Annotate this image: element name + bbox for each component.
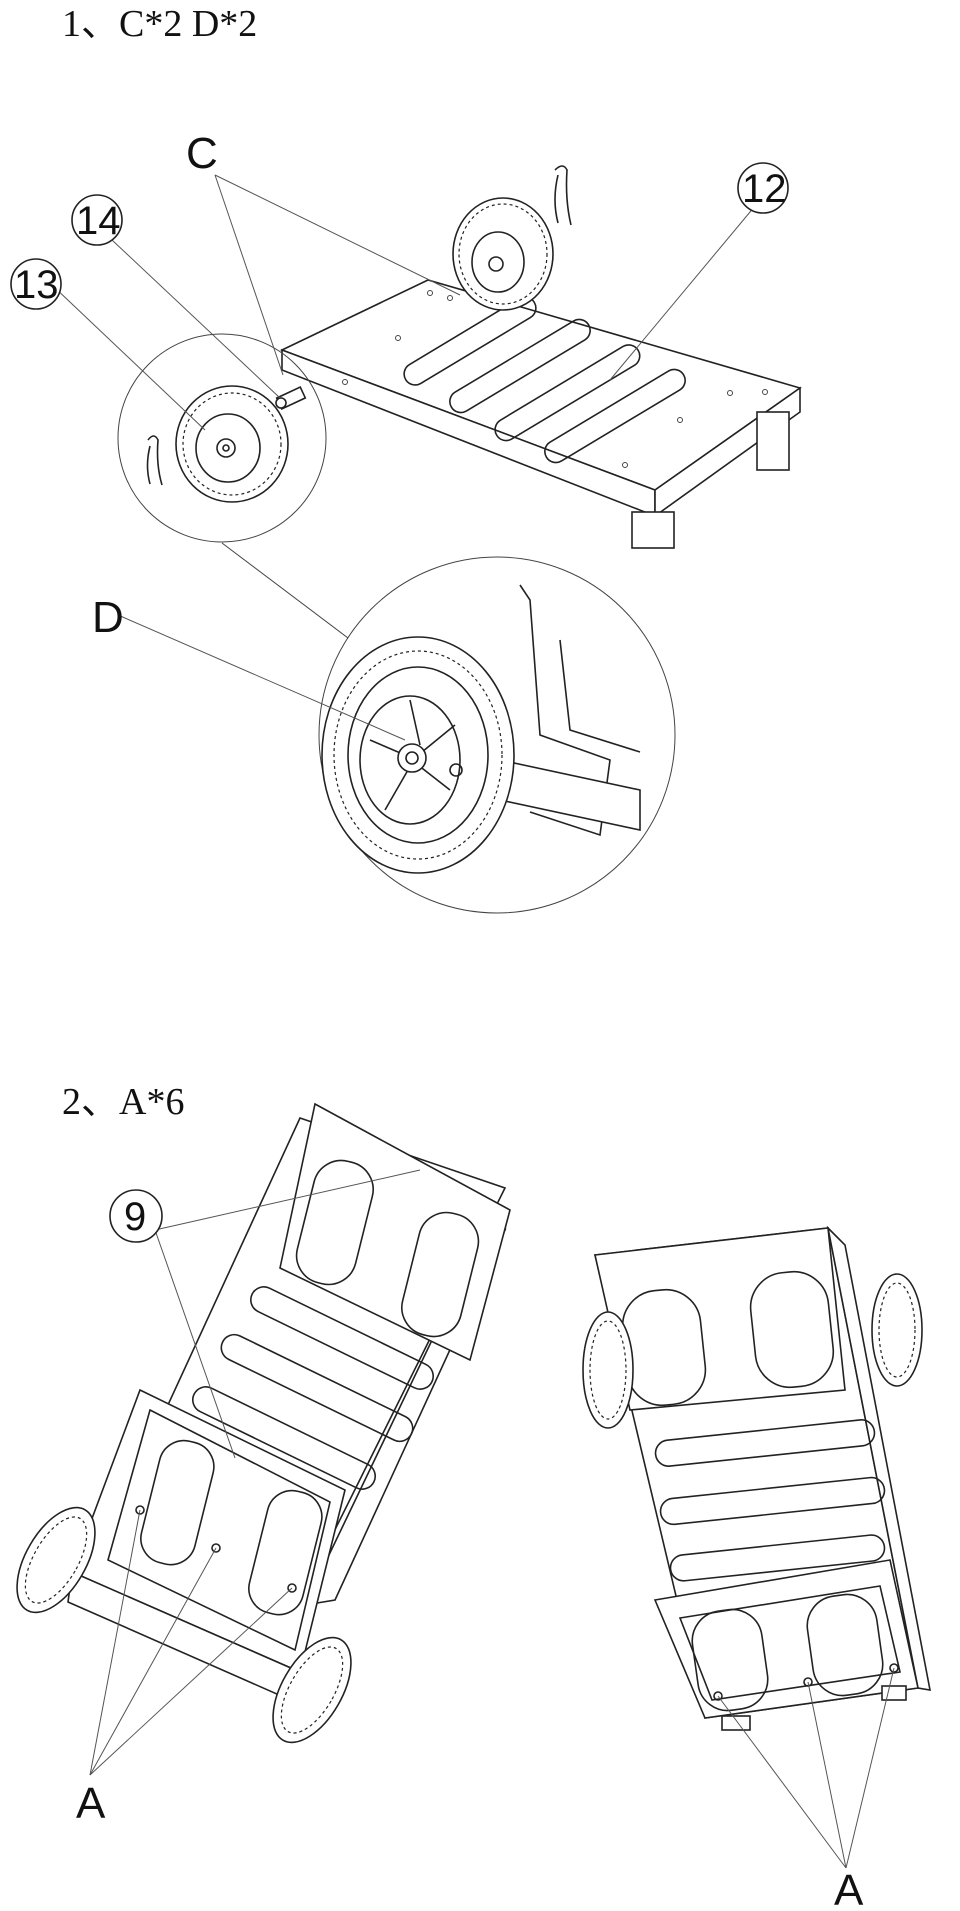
cart-view-right <box>582 1225 932 1731</box>
part-9-number: 9 <box>124 1195 146 1239</box>
part-14-number: 14 <box>76 199 121 243</box>
part-13-number: 13 <box>14 263 59 307</box>
part-12-callout: 12 <box>737 162 789 214</box>
detail-circle-large <box>318 556 676 914</box>
label-d: D <box>92 593 124 642</box>
hair-pin-clip-top <box>554 165 572 226</box>
back-wheel <box>452 197 554 311</box>
detail-circle-small <box>117 333 327 543</box>
label-a-right: A <box>834 1866 864 1911</box>
step-2-title: 2、A*6 <box>62 1081 184 1123</box>
part-14-callout: 14 <box>71 194 123 246</box>
step-1-title: 1、C*2 D*2 <box>62 3 257 45</box>
detail-connector-line <box>221 542 349 639</box>
label-a-left: A <box>76 1779 106 1828</box>
label-c: C <box>186 129 218 178</box>
axle-part-14 <box>275 386 307 410</box>
cart-view-left <box>16 1102 511 1744</box>
part-9-callout: 9 <box>109 1189 163 1243</box>
wheel-detail <box>321 584 641 874</box>
part-12-number: 12 <box>742 167 787 211</box>
step-2-leader-lines <box>89 1169 895 1869</box>
front-wheel <box>175 385 289 503</box>
part-13-callout: 13 <box>10 258 62 310</box>
hair-pin-clip-small <box>146 435 163 486</box>
step-1-leader-lines <box>51 174 761 741</box>
platform-part-12 <box>279 279 802 549</box>
